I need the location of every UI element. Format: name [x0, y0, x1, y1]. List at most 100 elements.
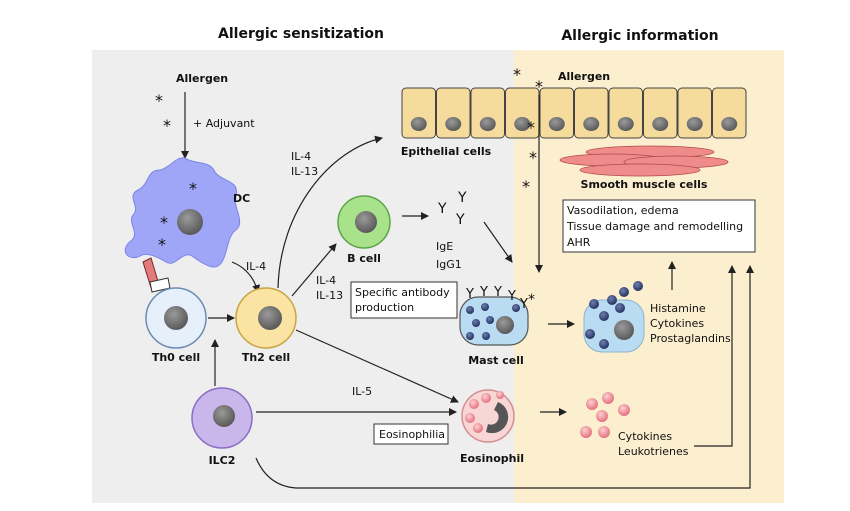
th2-nucleus	[258, 306, 282, 330]
th0-label: Th0 cell	[152, 351, 200, 364]
th2-to-eosinophil-arrow	[295, 329, 459, 403]
epithelial-nucleus	[652, 117, 669, 131]
released-granule	[607, 295, 617, 305]
histamine-label: Histamine	[650, 302, 706, 315]
epithelial-nucleus	[514, 117, 531, 131]
eosinophil-released-granule	[596, 410, 608, 422]
mast-cell-granule	[482, 332, 490, 340]
smooth-muscle-label: Smooth muscle cells	[581, 178, 708, 191]
eosinophil-granule	[465, 413, 475, 423]
released-granule	[599, 339, 609, 349]
epithelial-cell	[712, 87, 747, 139]
ige-antibody-icon: Y	[457, 190, 467, 206]
released-granule	[615, 303, 625, 313]
epithelial-nucleus	[548, 117, 565, 131]
eosinophil-released-granule	[598, 426, 610, 438]
il13-b-label: IL-13	[316, 289, 343, 302]
eos-leukotrienes-label: Leukotrienes	[618, 445, 689, 458]
ilc2-nucleus	[213, 405, 235, 427]
ige-receptor-icon: Y	[519, 297, 528, 312]
mast-cell-nucleus	[496, 316, 514, 334]
eosinophil-released-granule	[602, 392, 614, 404]
eosinophil-released-granule	[586, 398, 598, 410]
il13-epi-label: IL-13	[291, 165, 318, 178]
header-sensitization: Allergic sensitization	[218, 26, 384, 42]
b-cell-nucleus	[355, 211, 377, 233]
leukotrienes-to-effects-arrow	[694, 265, 736, 447]
mast-cell-granule	[486, 316, 494, 324]
adjuvant-label: + Adjuvant	[193, 117, 255, 130]
th2-to-epithelial-arrow	[277, 135, 383, 289]
allergen-star: *	[163, 116, 171, 135]
allergen-star: *	[527, 118, 535, 137]
eosinophil-nucleus	[486, 402, 509, 434]
epithelial-nucleus	[479, 117, 496, 131]
header-information: Allergic information	[561, 28, 718, 44]
ige-receptor-icon: Y	[507, 289, 516, 304]
eosinophil-granule	[473, 423, 483, 433]
antibody-production-line1: Specific antibody	[355, 286, 450, 299]
il4-dc-label: IL-4	[246, 260, 266, 273]
ige-to-mast-arrow	[483, 221, 513, 263]
released-granule	[585, 329, 595, 339]
epithelial-cell	[574, 87, 609, 139]
ige-label: IgE	[436, 240, 453, 253]
mast-cell-granule	[466, 306, 474, 314]
th2-label: Th2 cell	[242, 351, 290, 364]
eosinophil-released-granule	[580, 426, 592, 438]
ilc2-to-effects-arrow	[255, 265, 754, 489]
ilc2-label: ILC2	[209, 454, 236, 467]
released-granule	[633, 281, 643, 291]
epithelial-nucleus	[445, 117, 462, 131]
allergen-star: *	[155, 91, 163, 110]
epithelial-nucleus	[721, 117, 738, 131]
eosinophil-label: Eosinophil	[460, 452, 524, 465]
effects-line3: AHR	[567, 236, 591, 249]
released-granule	[589, 299, 599, 309]
antibody-production-line2: production	[355, 301, 414, 314]
mast-cell-granule	[472, 319, 480, 327]
eosinophilia-label: Eosinophilia	[379, 428, 445, 441]
th0-nucleus	[164, 306, 188, 330]
b-cell-label: B cell	[347, 252, 381, 265]
epithelial-nucleus	[583, 117, 600, 131]
effects-box	[562, 199, 756, 253]
eosinophil-granule	[481, 393, 491, 403]
epithelial-nucleus	[410, 117, 427, 131]
il4-epi-label: IL-4	[291, 150, 311, 163]
epithelial-layer	[401, 87, 747, 139]
allergen-star: *	[529, 148, 537, 167]
epithelial-cell	[608, 87, 643, 139]
epithelial-cell	[677, 87, 712, 139]
ige-receptor-icon: Y	[479, 285, 488, 300]
mast-cell-granule	[481, 303, 489, 311]
allergen-star: *	[158, 235, 166, 254]
allergen-star: *	[535, 77, 543, 96]
eosinophil-granule	[496, 391, 504, 399]
ige-antibody-icon: Y	[437, 201, 447, 217]
epithelial-cell	[401, 87, 436, 139]
eosinophilia-box	[373, 423, 449, 445]
dc-nucleus	[177, 209, 203, 235]
allergen-star: *	[522, 177, 530, 196]
effects-line2: Tissue damage and remodelling	[566, 220, 743, 233]
smooth-muscle-cell	[579, 163, 701, 177]
allergen-label-right: Allergen	[558, 70, 610, 83]
epithelial-nucleus	[617, 117, 634, 131]
mast-cell	[459, 296, 529, 346]
mast-cell-label: Mast cell	[468, 354, 524, 367]
eos-cytokines-label: Cytokines	[618, 430, 672, 443]
ige-receptor-icon: Y	[465, 287, 474, 302]
epithelial-cell	[436, 87, 471, 139]
dc-to-th2-arrow	[231, 261, 261, 293]
il4-b-label: IL-4	[316, 274, 336, 287]
released-granule	[619, 287, 629, 297]
mast-cell-granule	[512, 304, 520, 312]
prostaglandins-label: Prostaglandins	[650, 332, 731, 345]
epithelial-cell	[470, 87, 505, 139]
epithelial-nucleus	[686, 117, 703, 131]
ige-receptor-icon: Y	[493, 285, 502, 300]
allergen-star: *	[189, 179, 197, 198]
degranulated-nucleus	[614, 320, 634, 340]
